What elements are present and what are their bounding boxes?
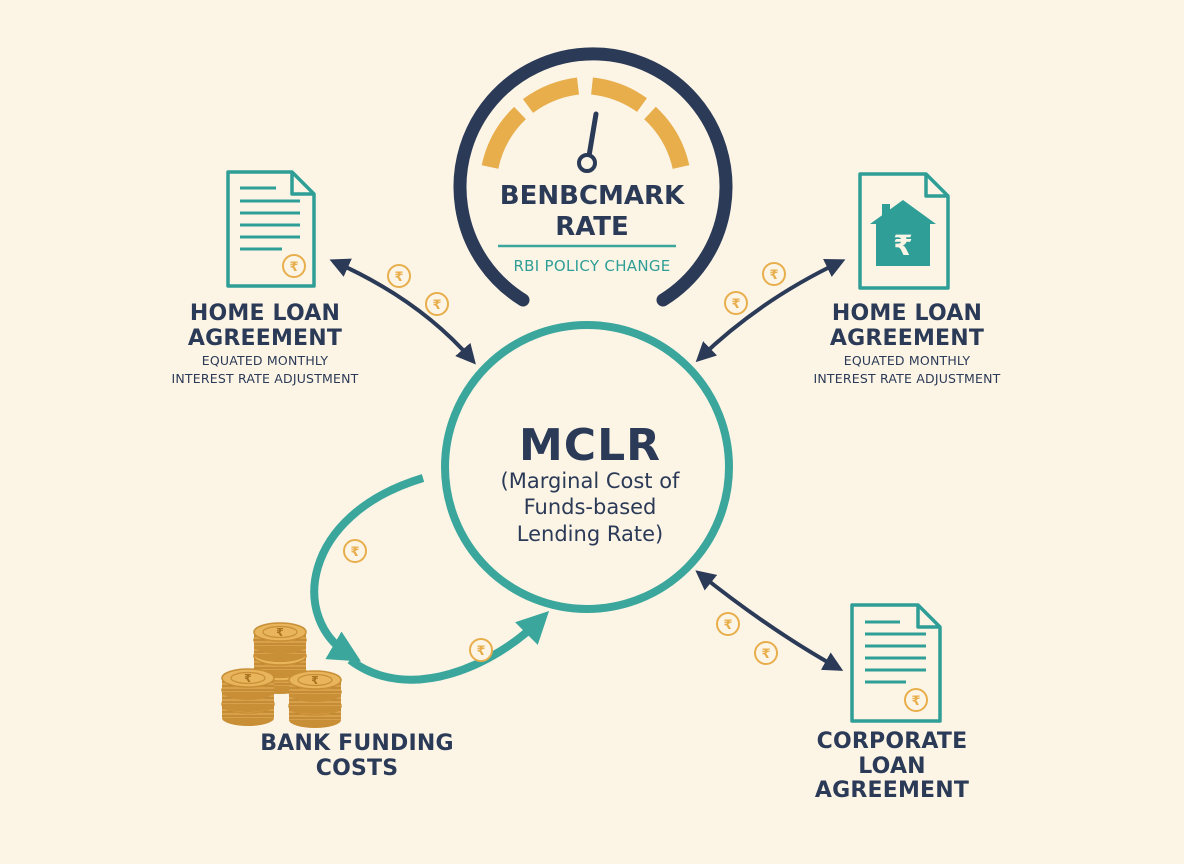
right-agreement-title: HOME LOAN AGREEMENT <box>802 301 1012 351</box>
funding-title: BANK FUNDING COSTS <box>252 731 462 781</box>
coin-stack-icon <box>221 622 342 729</box>
left-agreement-sub-line2: INTEREST RATE ADJUSTMENT <box>171 371 359 387</box>
arrow-corporate-agreement <box>695 570 844 671</box>
gauge-title-line2: RATE <box>555 212 629 243</box>
funding-title-line2: COSTS <box>315 755 399 781</box>
arrow-right-agreement <box>695 258 846 363</box>
mclr-subtitle-line1: (Marginal Cost of <box>500 469 680 493</box>
svg-text:₹: ₹ <box>893 229 912 262</box>
right-agreement-title-line1: HOME LOAN <box>831 301 983 326</box>
rupee-icon <box>762 262 786 286</box>
house-icon: ₹ <box>858 172 950 290</box>
mclr-subtitle-line2: Funds-based <box>523 495 657 520</box>
left-agreement-sub-line1: EQUATED MONTHLY <box>201 353 329 368</box>
left-agreement-title-line2: AGREEMENT <box>187 325 343 351</box>
corporate-title-line1: CORPORATE LOAN <box>816 729 968 779</box>
mclr-circle <box>441 321 733 613</box>
right-agreement-subtitle: EQUATED MONTHLY INTEREST RATE ADJUSTMENT <box>792 352 1022 388</box>
rupee-icon <box>387 264 411 288</box>
gauge-title-line1: BENBCMARK <box>499 181 685 211</box>
arrow-left-agreement <box>329 258 476 365</box>
mclr-subtitle-line3: Lending Rate) <box>516 521 664 546</box>
corporate-title-line2: AGREEMENT <box>814 778 970 804</box>
corporate-title: CORPORATE LOAN AGREEMENT <box>782 729 1002 804</box>
right-agreement-sub-line1: EQUATED MONTHLY <box>843 353 971 368</box>
rupee-icon <box>343 539 367 563</box>
document-icon <box>850 603 942 723</box>
gauge-title: BENBCMARK RATE <box>470 181 714 243</box>
document-icon <box>226 170 316 288</box>
mclr-title: MCLR <box>519 420 661 471</box>
arrow-funding-in <box>347 610 550 684</box>
rupee-icon <box>754 641 778 665</box>
mclr-subtitle: (Marginal Cost of Funds-based Lending Ra… <box>455 468 725 547</box>
left-agreement-title: HOME LOAN AGREEMENT <box>160 301 370 351</box>
funding-title-line1: BANK FUNDING <box>260 731 454 756</box>
left-agreement-subtitle: EQUATED MONTHLY INTEREST RATE ADJUSTMENT <box>150 352 380 388</box>
left-agreement-title-line1: HOME LOAN <box>189 301 341 326</box>
rupee-icon <box>724 291 748 315</box>
gauge-subtitle: RBI POLICY CHANGE <box>513 257 671 275</box>
right-agreement-sub-line2: INTEREST RATE ADJUSTMENT <box>813 371 1001 387</box>
rupee-icon <box>469 638 493 662</box>
rupee-icon <box>716 612 740 636</box>
gauge-icon <box>453 47 733 307</box>
right-agreement-title-line2: AGREEMENT <box>829 325 985 351</box>
rupee-icon <box>425 292 449 316</box>
arrow-funding-up <box>310 474 425 662</box>
